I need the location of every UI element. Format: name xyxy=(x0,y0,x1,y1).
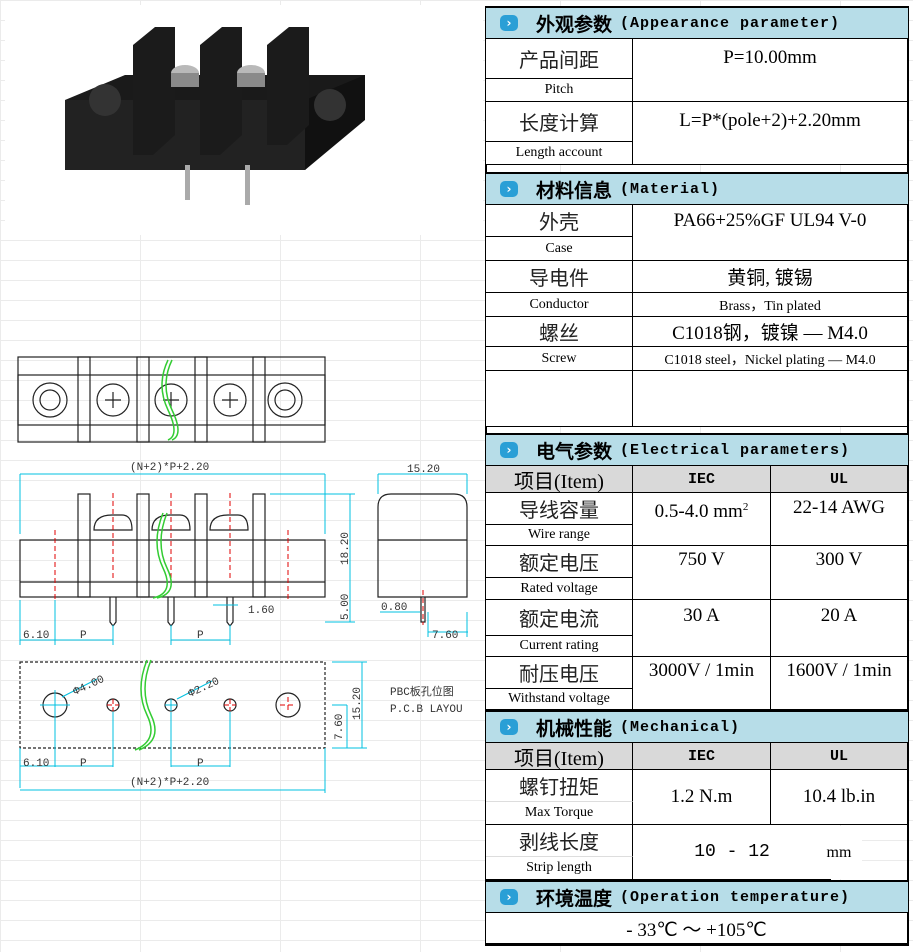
case-value: PA66+25%GF UL94 V-0 xyxy=(633,205,908,261)
screw-label-cn: 螺丝 xyxy=(486,317,633,347)
item-header: 项目(Item) xyxy=(486,466,633,493)
current-label-cn: 额定电流 xyxy=(486,600,633,636)
withstand-iec: 3000V / 1min xyxy=(633,657,771,710)
wire-label-cn: 导线容量 xyxy=(486,493,633,525)
dim-hole-small: Φ2.20 xyxy=(187,676,222,701)
chevron-right-icon: › xyxy=(500,181,518,197)
dim-pcb-height: 15.20 xyxy=(352,687,364,720)
section-title-en: (Mechanical) xyxy=(620,718,741,736)
conductor-value-en: Brass，Tin plated xyxy=(633,293,908,317)
voltage-iec: 750 V xyxy=(633,546,771,600)
pcb-label-cn: PBC板孔位图 xyxy=(390,684,454,699)
wire-iec-value: 0.5-4.0 mm xyxy=(654,501,743,522)
technical-drawing: (N+2)*P+2.20 15.20 18.20 5.00 1.60 0.80 … xyxy=(17,356,468,793)
chevron-right-icon: › xyxy=(500,719,518,735)
dim-pin-length: 5.00 xyxy=(340,594,352,620)
wire-label-en: Wire range xyxy=(486,525,633,546)
conductor-value-cn: 黄铜, 镀锡 xyxy=(633,261,908,293)
withstand-ul: 1600V / 1min xyxy=(771,657,908,710)
case-label-en: Case xyxy=(486,237,633,261)
current-ul: 20 A xyxy=(771,600,908,657)
strip-unit: mm xyxy=(816,826,862,879)
dim-height: 18.20 xyxy=(340,532,352,565)
length-label-en: Length account xyxy=(486,142,633,165)
section-title-en: (Operation temperature) xyxy=(620,888,851,906)
dim-pcb-half: 7.60 xyxy=(334,714,346,740)
screw-value-cn: C1018钢，镀镍 — M4.0 xyxy=(633,317,908,347)
torque-label-en: Max Torque xyxy=(486,802,633,825)
dim-hole-big: Φ4.00 xyxy=(72,674,107,699)
dim-total-length: (N+2)*P+2.20 xyxy=(130,462,209,474)
voltage-label-cn: 额定电压 xyxy=(486,546,633,578)
withstand-label-cn: 耐压电压 xyxy=(486,657,633,689)
conductor-label-en: Conductor xyxy=(486,293,633,317)
section-title: 外观参数 xyxy=(536,14,613,36)
strip-value: 10 - 12 xyxy=(633,825,831,880)
section-mechanical: › 机械性能 (Mechanical) xyxy=(486,710,908,743)
torque-iec: 1.2 N.m xyxy=(633,770,771,825)
dim-side-pin: 0.80 xyxy=(381,602,407,614)
withstand-label-en: Withstand voltage xyxy=(486,689,633,710)
current-iec: 30 A xyxy=(633,600,771,657)
wire-iec-sup: 2 xyxy=(742,501,749,513)
strip-label-en: Strip length xyxy=(486,857,633,880)
ul-header: UL xyxy=(771,743,908,770)
length-label-cn: 长度计算 xyxy=(486,102,633,142)
item-header: 项目(Item) xyxy=(486,743,633,770)
chevron-right-icon: › xyxy=(500,15,518,31)
length-value: L=P*(pole+2)+2.20mm xyxy=(633,102,908,165)
section-material: › 材料信息 (Material) xyxy=(486,172,908,205)
conductor-label-cn: 导电件 xyxy=(486,261,633,293)
dim-pitch: P xyxy=(80,630,87,642)
torque-label-cn: 螺钉扭矩 xyxy=(486,770,633,802)
iec-header: IEC xyxy=(633,466,771,493)
screw-value-en: C1018 steel，Nickel plating — M4.0 xyxy=(633,347,908,371)
pitch-label-en: Pitch xyxy=(486,79,633,102)
iec-header: IEC xyxy=(633,743,771,770)
case-label-cn: 外壳 xyxy=(486,205,633,237)
section-title-en: (Appearance parameter) xyxy=(620,14,841,32)
section-title: 机械性能 xyxy=(536,718,613,740)
empty-cell xyxy=(486,371,633,427)
section-title-en: (Material) xyxy=(620,180,721,198)
pitch-label-cn: 产品间距 xyxy=(486,39,633,79)
chevron-right-icon: › xyxy=(500,889,518,905)
voltage-ul: 300 V xyxy=(771,546,908,600)
chevron-right-icon: › xyxy=(500,442,518,458)
temperature-value: - 33℃ ～ +105℃ xyxy=(486,913,908,944)
dim-total-length-pcb: (N+2)*P+2.20 xyxy=(130,777,209,789)
dim-pin-width: 1.60 xyxy=(248,605,274,617)
section-electrical: › 电气参数 (Electrical parameters) xyxy=(486,433,908,466)
dim-pitch-pcb: P xyxy=(80,758,87,770)
dim-side-offset: 7.60 xyxy=(432,630,458,642)
section-temperature: › 环境温度 (Operation temperature) xyxy=(486,880,908,913)
dim-edge: 6.10 xyxy=(23,630,49,642)
section-title-en: (Electrical parameters) xyxy=(620,441,851,459)
section-title: 环境温度 xyxy=(536,888,613,910)
section-title: 材料信息 xyxy=(536,180,613,202)
dim-edge-pcb: 6.10 xyxy=(23,758,49,770)
current-label-en: Current rating xyxy=(486,636,633,657)
product-photo xyxy=(5,5,483,235)
pitch-value: P=10.00mm xyxy=(633,39,908,102)
section-appearance: › 外观参数 (Appearance parameter) xyxy=(486,6,908,39)
screw-label-en: Screw xyxy=(486,347,633,371)
pcb-label-en: P.C.B LAYOU xyxy=(390,704,463,716)
wire-ul: 22-14 AWG xyxy=(771,493,908,546)
dim-pitch-2: P xyxy=(197,630,204,642)
strip-label-cn: 剥线长度 xyxy=(486,825,633,857)
torque-ul: 10.4 lb.in xyxy=(771,770,908,825)
dim-pitch-pcb-2: P xyxy=(197,758,204,770)
ul-header: UL xyxy=(771,466,908,493)
empty-cell xyxy=(633,371,908,427)
dim-width: 15.20 xyxy=(407,464,440,476)
voltage-label-en: Rated voltage xyxy=(486,578,633,600)
section-title: 电气参数 xyxy=(536,441,613,463)
